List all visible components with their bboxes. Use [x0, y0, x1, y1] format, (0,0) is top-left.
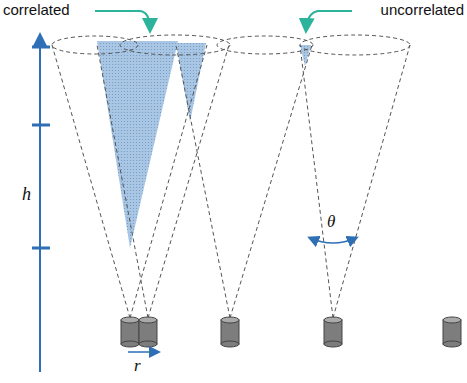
- cone-line: [130, 45, 207, 318]
- height-axis: [39, 36, 41, 372]
- cone-line: [230, 45, 312, 318]
- view-ellipse: [300, 35, 410, 55]
- cone-line: [176, 45, 230, 318]
- view-ellipse: [120, 35, 230, 55]
- cone-line: [52, 45, 130, 318]
- camera: [121, 317, 139, 347]
- cone-line: [333, 45, 410, 318]
- camera: [324, 317, 342, 347]
- correlated-overlap: [97, 41, 178, 248]
- cone-line: [148, 45, 229, 318]
- camera: [443, 317, 461, 347]
- angle-label: θ: [327, 212, 335, 232]
- dimension-label: r: [134, 356, 141, 376]
- axis-tick: [32, 46, 50, 49]
- callout-arrow: [306, 11, 352, 30]
- angle-arc: [310, 238, 356, 243]
- cone-line: [300, 45, 333, 318]
- cone-line: [97, 45, 148, 318]
- callout-label: uncorrelated: [381, 1, 464, 18]
- axis-tick: [32, 247, 50, 250]
- camera: [139, 317, 157, 347]
- callout-arrow: [95, 11, 150, 30]
- callout-label: correlated: [3, 1, 70, 18]
- spacing-arrow: [128, 351, 158, 353]
- axis-tick: [32, 124, 50, 127]
- view-ellipse: [217, 36, 313, 54]
- view-ellipse: [52, 36, 138, 54]
- dimension-label: h: [22, 184, 31, 205]
- camera: [221, 317, 239, 347]
